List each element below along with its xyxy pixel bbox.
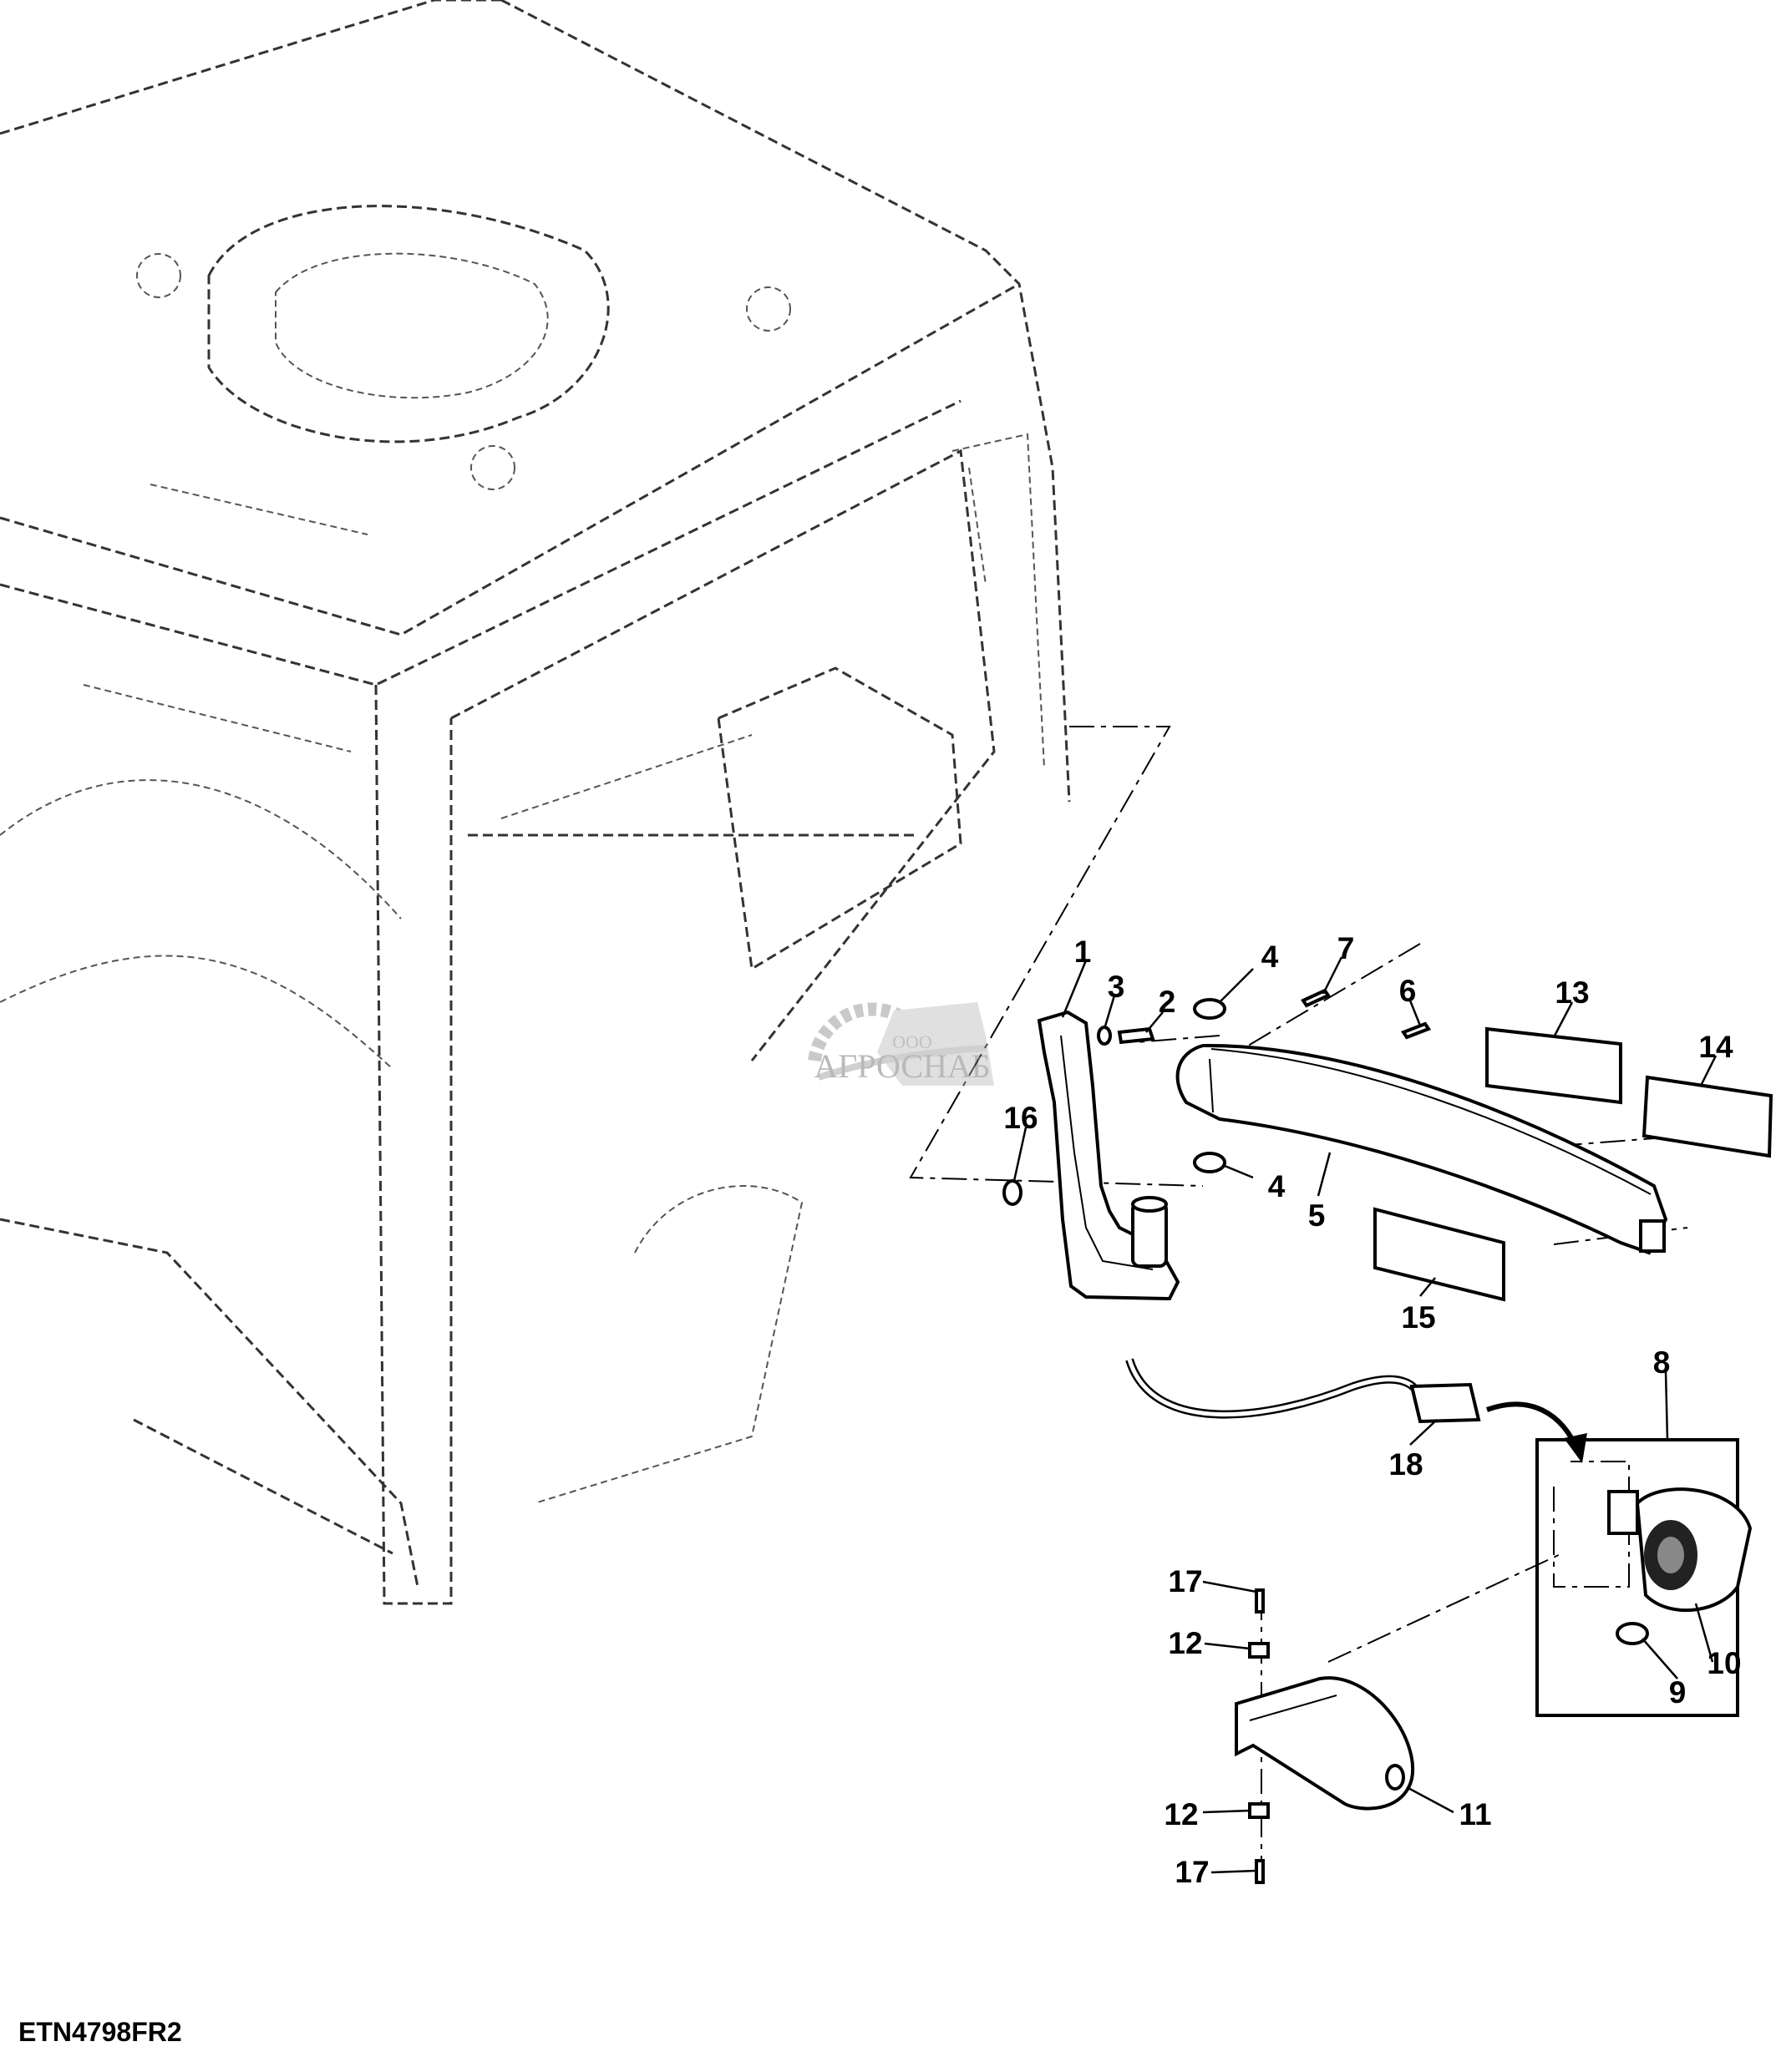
callout-2: 2 (1159, 985, 1176, 1019)
part-14-decal (1642, 1075, 1773, 1158)
callout-8: 8 (1653, 1345, 1671, 1380)
callout-12-upper: 12 (1168, 1626, 1202, 1660)
part-16-grommet (1002, 1179, 1022, 1206)
part-4-washer-upper (1193, 998, 1226, 1020)
callout-16: 16 (1003, 1101, 1038, 1135)
callout-4-upper: 4 (1261, 940, 1279, 974)
callout-14: 14 (1698, 1030, 1733, 1064)
callout-7: 7 (1337, 931, 1355, 965)
callout-4-lower: 4 (1268, 1169, 1286, 1203)
part-17-screw-upper (1255, 1588, 1265, 1614)
part-12-nut-lower (1248, 1802, 1270, 1819)
part-8-lamp-assembly (1535, 1438, 1753, 1717)
part-1-bracket (1037, 1010, 1180, 1301)
part-9-bulb (1616, 1622, 1649, 1645)
callout-10: 10 (1707, 1646, 1741, 1680)
callouts: 1 3 2 4 7 6 13 14 16 4 5 15 8 18 17 12 1… (1003, 931, 1741, 1889)
callout-9: 9 (1669, 1675, 1687, 1710)
part-2-bolt (1117, 1026, 1155, 1045)
part-3-washer (1097, 1026, 1112, 1046)
cab-outline (0, 0, 1071, 1605)
part-5-light-bar (1175, 1043, 1668, 1255)
watermark-prefix: ООО (892, 1031, 932, 1052)
watermark-name: АГРОСНАБ (814, 1047, 991, 1085)
callout-5: 5 (1308, 1198, 1326, 1233)
part-4-washer-lower (1193, 1152, 1226, 1173)
callout-11: 11 (1459, 1797, 1491, 1831)
callout-6: 6 (1399, 974, 1417, 1008)
leader-lines (1012, 956, 1718, 1874)
part-13-decal (1485, 1026, 1622, 1105)
callout-17-upper: 17 (1168, 1564, 1202, 1598)
callout-3: 3 (1108, 970, 1125, 1004)
part-17-screw-lower (1255, 1859, 1265, 1884)
callout-15: 15 (1401, 1300, 1435, 1335)
callout-17-lower: 17 (1175, 1855, 1209, 1889)
callout-1: 1 (1074, 935, 1092, 969)
figure-id: ETN4798FR2 (18, 2017, 182, 2047)
part-11-housing (1235, 1676, 1415, 1811)
part-18-connector (1125, 1358, 1587, 1463)
part-6-screw (1400, 1021, 1432, 1040)
callout-18: 18 (1388, 1447, 1423, 1482)
part-15-decal (1373, 1207, 1505, 1302)
watermark-logo: ООО АГРОСНАБ (808, 1002, 994, 1086)
callout-13: 13 (1555, 975, 1589, 1010)
callout-12-lower: 12 (1164, 1797, 1198, 1831)
part-7-screw (1301, 988, 1331, 1008)
part-12-nut-upper (1248, 1642, 1270, 1659)
